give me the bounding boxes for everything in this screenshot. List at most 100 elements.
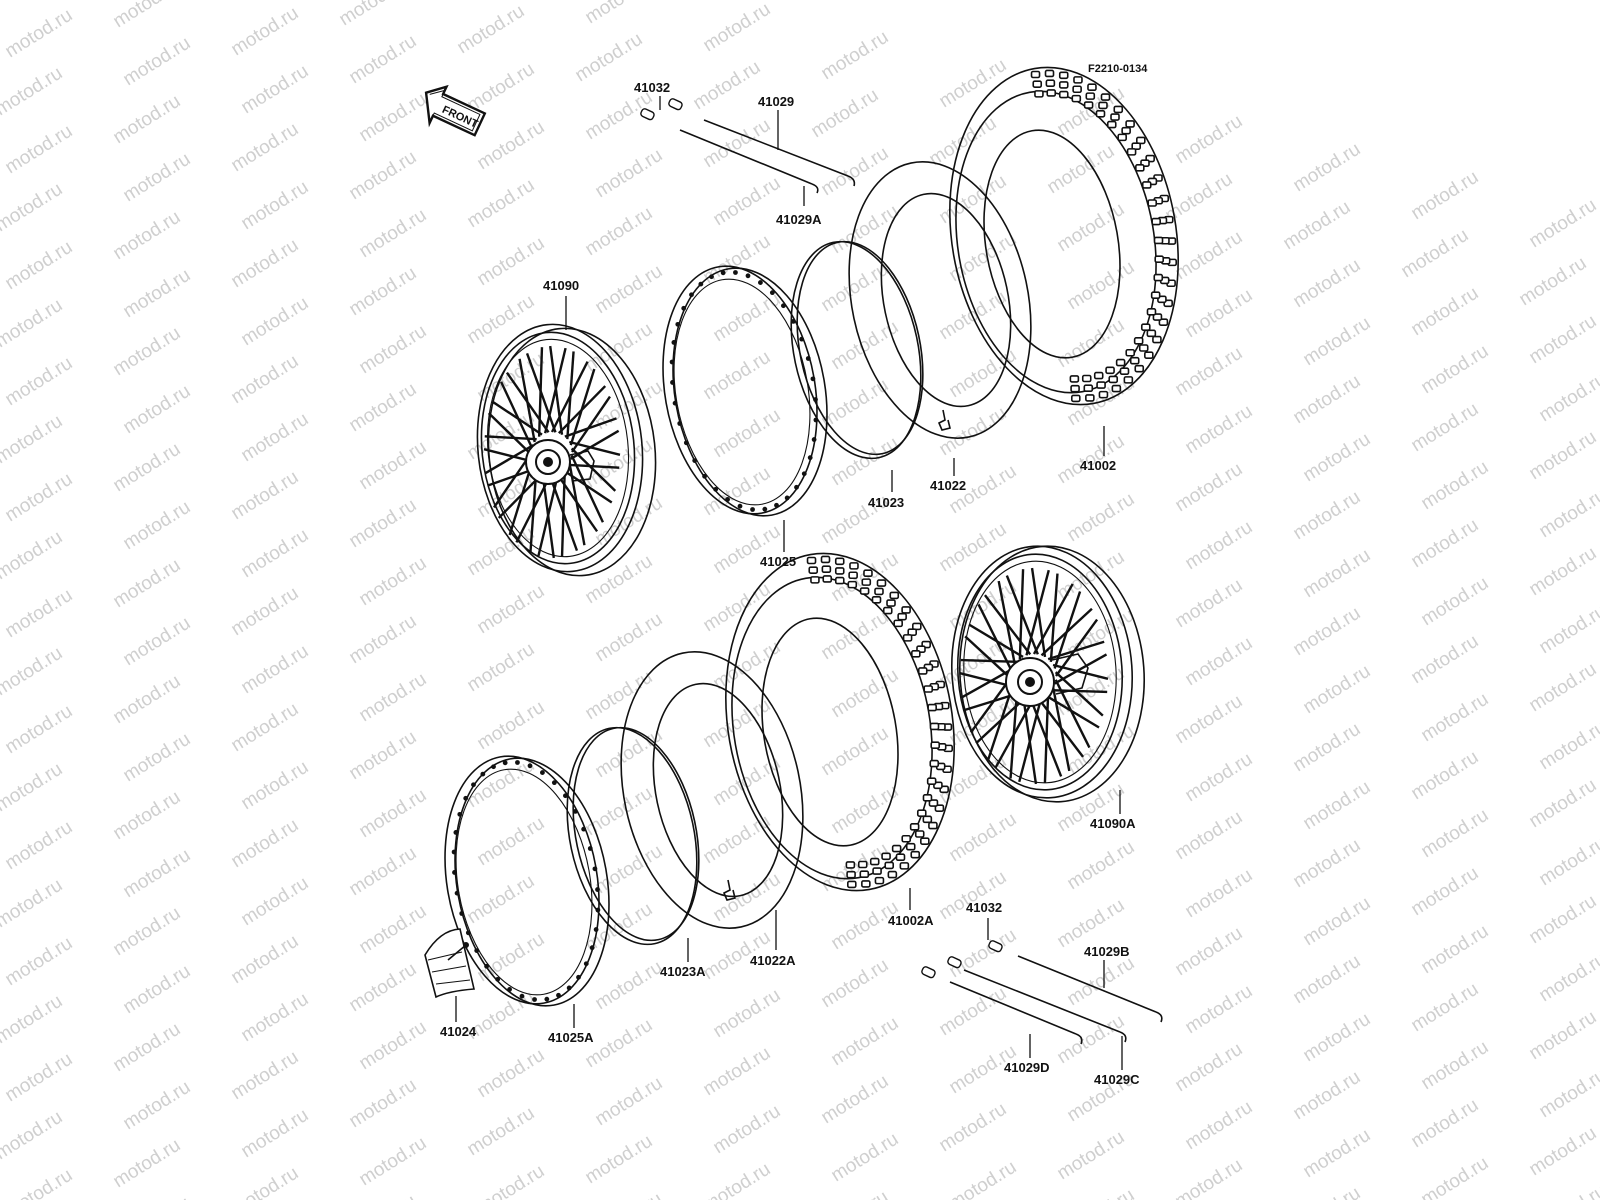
rim-hole [681,305,687,311]
rim-hole [519,993,525,999]
watermark-text: motod.ru [120,33,195,91]
tread-knob [1105,366,1115,375]
watermark-text: motod.ru [946,925,1021,983]
rim-hole [709,274,714,280]
tread-knob [1152,313,1163,321]
tread-knob [1125,348,1136,357]
tread-knob [910,850,921,859]
watermark-text: motod.ru [474,813,549,871]
watermark-text: motod.ru [238,1105,313,1163]
watermark-text: motod.ru [1408,863,1483,921]
watermark-text: motod.ru [110,1135,185,1193]
watermark-text: motod.ru [356,553,431,611]
watermark-text: motod.ru [1536,601,1600,659]
watermark-text: motod.ru [1418,805,1493,863]
watermark-text: motod.ru [1536,485,1600,543]
watermark-text: motod.ru [228,815,303,873]
tread-knob [820,555,831,564]
tread-knob [1046,89,1057,97]
rim-hole [702,473,707,479]
tread-knob [929,759,940,768]
rim-hole [572,808,578,814]
watermark-text: motod.ru [592,609,667,667]
watermark-text: motod.ru [228,931,303,989]
tread-knob [834,567,845,575]
watermark-text: motod.ru [454,1,529,59]
rim-hole [502,760,508,766]
watermark-text: motod.ru [710,753,785,811]
watermark-text: motod.ru [818,723,893,781]
tread-knob [834,576,845,585]
watermark-text: motod.ru [828,1129,903,1187]
watermark-text: motod.ru [710,173,785,231]
spoke-line [984,594,1032,656]
watermark-text: motod.ru [1526,775,1600,833]
tread-knob [887,870,898,879]
tread-knob [930,741,941,750]
watermark-text: motod.ru [356,437,431,495]
watermark-text: motod.ru [1536,949,1600,1007]
tread-knob [1153,236,1164,245]
watermark-text: motod.ru [1290,719,1365,777]
rim-hole [758,280,763,285]
rim-hole [672,400,678,406]
tread-knob [922,815,933,824]
watermark-text: motod.ru [464,871,539,929]
watermark-text: motod.ru [356,901,431,959]
spoke-line [1049,573,1059,662]
watermark-text: motod.ru [238,293,313,351]
tread-knob [1085,92,1096,100]
watermark-text: motod.ru [2,1049,77,1107]
tread-knob [928,799,939,807]
watermark-text: motod.ru [1172,343,1247,401]
watermark-text: motod.ru [1300,893,1375,951]
watermark-text: motod.ru [120,961,195,1019]
tread-knob [1131,142,1141,150]
tread-knob [895,853,906,862]
watermark-text: motod.ru [1300,545,1375,603]
watermark-text: motod.ru [1172,227,1247,285]
spoke-line [525,352,557,433]
rim-hole [790,318,796,324]
tread-knob [1111,384,1122,393]
watermark-text: motod.ru [1172,1039,1247,1097]
rim-hole [474,948,480,954]
watermark-text: motod.ru [2,701,77,759]
watermark-text: motod.ru [700,1043,775,1101]
watermark-text: motod.ru [228,467,303,525]
rim-hole [581,826,587,832]
tread-knob [929,722,940,731]
rim-hole [725,497,730,502]
watermark-text: motod.ru [336,0,411,30]
watermark-text: motod.ru [356,321,431,379]
label-41029: 41029 [758,94,794,109]
tread-knob [901,834,912,843]
tread-knob [899,862,910,870]
watermark-text: motod.ru [1408,979,1483,1037]
watermark-text: motod.ru [1172,807,1247,865]
watermark-text: motod.ru [828,433,903,491]
rim-hole [670,380,675,385]
spoke-line [484,435,537,441]
tread-knob [1058,90,1069,99]
watermark-text: motod.ru [356,785,431,843]
watermark-text: motod.ru [110,671,185,729]
watermark-text: motod.ru [346,611,421,669]
label-41029B: 41029B [1084,944,1130,959]
watermark-text: motod.ru [474,697,549,755]
tread-knob [874,587,884,596]
tread-knob [1119,367,1130,376]
tread-knob [1152,335,1162,344]
watermark-text: motod.ru [464,1103,539,1161]
watermark-text: motod.ru [1536,1181,1600,1200]
watermark-text: motod.ru [356,669,431,727]
watermark-text: motod.ru [474,581,549,639]
watermark-text: motod.ru [110,555,185,613]
watermark-text: motod.ru [464,523,539,581]
watermark-text: motod.ru [464,175,539,233]
watermark-text: motod.ru [1172,575,1247,633]
tread-knob [920,837,930,845]
watermark-text: motod.ru [828,317,903,375]
rim-hole [491,764,496,770]
watermark-text: motod.ru [1172,691,1247,749]
